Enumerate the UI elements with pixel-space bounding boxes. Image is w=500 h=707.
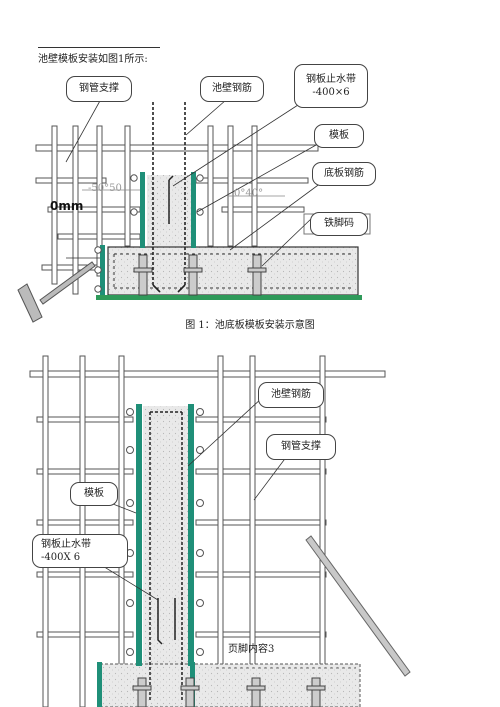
intro-text: 池壁模板安装如图1所示: <box>38 54 148 65</box>
fig2-waterstop-line2: -400X 6 <box>41 552 81 563</box>
fig1-diagonal-brace <box>17 261 96 323</box>
fig1-wall-rebar-label: 池壁钢筋 <box>200 76 264 102</box>
fig1-vertical-pipes <box>51 125 258 295</box>
fig2-diagonal-brace <box>305 535 411 677</box>
fig1-v-pipe-4 <box>124 125 131 247</box>
fig2-h-pipe-9 <box>195 571 327 578</box>
fig2-h-pipe-11 <box>195 631 327 638</box>
fig2-h-pipe-1 <box>29 370 386 378</box>
fig1-waterstop-label: 钢板止水带 -400×6 <box>294 64 368 108</box>
fig2-formwork-label: 模板 <box>70 482 118 506</box>
fig2-wall-rebar-label: 池壁钢筋 <box>258 382 324 408</box>
figure2 <box>29 355 411 707</box>
fig1-iron-foot-clips <box>133 254 267 296</box>
figure1-caption: 图 1：池底板模板安装示意图 <box>185 320 315 331</box>
fig1-leader-lines <box>65 98 326 267</box>
fig2-v-pipe-2 <box>79 355 86 707</box>
fig1-formwork-right <box>191 172 196 248</box>
fig1-h-pipe-2 <box>35 177 107 184</box>
fig2-steel-pipe-support-label: 钢管支撑 <box>266 434 336 460</box>
fig1-dimension-marks <box>82 189 285 197</box>
fig2-h-pipe-7 <box>195 519 327 526</box>
fig1-v-pipe-1 <box>51 125 58 285</box>
fig1-h-pipe-5 <box>221 206 305 213</box>
fig2-iron-foot-clips <box>132 677 326 707</box>
fig1-formwork-label: 模板 <box>314 124 364 148</box>
fig1-slab-rebar <box>113 253 352 289</box>
fig2-v-pipe-4 <box>217 355 224 667</box>
fig1-v-pipe-6 <box>227 125 234 247</box>
fig2-waterstop <box>157 598 176 645</box>
fig1-v-pipe-3 <box>96 125 103 277</box>
fig2-formwork-right <box>188 404 194 666</box>
fig1-wall-rebar <box>152 102 186 293</box>
fig1-waterstop <box>168 175 174 224</box>
fig1-pipe-sections <box>94 174 204 293</box>
fig1-waterstop-line1: 钢板止水带 <box>306 73 356 85</box>
fig1-v-pipe-2 <box>72 125 79 295</box>
fig1-formwork-left <box>140 172 145 248</box>
fig2-formwork-lower-left <box>97 662 102 707</box>
intro-underline <box>38 47 160 48</box>
fig1-dim-text-2: 0°40° <box>234 188 264 199</box>
fig2-vertical-pipes <box>42 355 326 707</box>
fig2-formwork-left <box>136 404 142 666</box>
fig1-steel-pipe-support-label: 钢管支撑 <box>66 76 132 102</box>
fig2-waterstop-line1: 钢板止水带 <box>41 538 91 550</box>
fig2-v-pipe-5 <box>249 355 256 667</box>
fig1-dim-text-3: 0mm <box>50 199 84 213</box>
fig2-garbled-text: 页脚内容3 <box>228 644 275 655</box>
fig1-formwork-slab-edge <box>100 245 105 297</box>
fig2-pipe-sections <box>126 408 204 656</box>
fig1-h-pipe-1 <box>35 144 319 152</box>
fig1-formwork-base <box>96 295 362 300</box>
fig2-h-pipe-5 <box>195 468 327 475</box>
fig2-v-pipe-1 <box>42 355 49 707</box>
fig2-h-pipe-3 <box>195 416 327 423</box>
fig2-waterstop-label: 钢板止水带 -400X 6 <box>32 534 128 568</box>
fig1-v-pipe-5 <box>207 125 214 247</box>
fig1-iron-foot-code-label: 铁脚码 <box>310 212 368 236</box>
fig1-v-pipe-7 <box>251 125 258 247</box>
fig2-wall-rebar <box>149 411 183 700</box>
fig1-waterstop-line2: -400×6 <box>312 87 350 98</box>
fig1-dim-text-1: -50°50 <box>88 183 122 194</box>
fig2-v-pipe-3 <box>118 355 125 667</box>
fig1-slab-rebar-label: 底板钢筋 <box>312 162 376 186</box>
